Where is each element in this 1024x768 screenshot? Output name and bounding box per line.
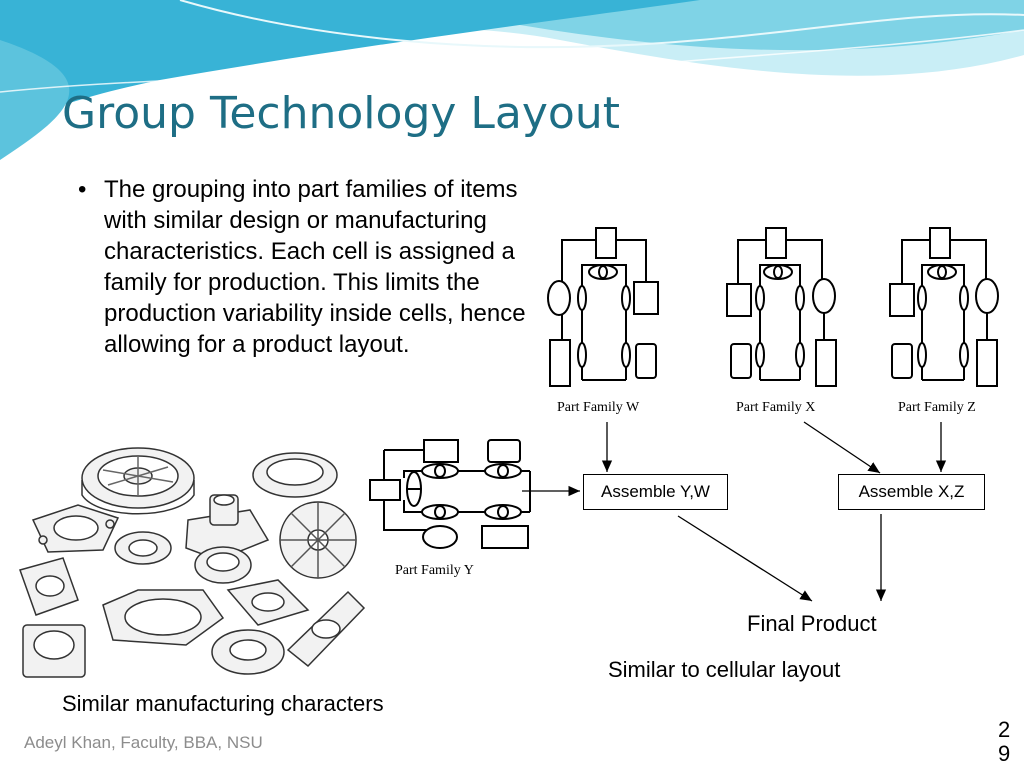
flange-left-part (31, 504, 120, 553)
oval-plate-part (286, 590, 366, 668)
arrow-yw-to-final (677, 515, 813, 602)
frame-part (102, 589, 225, 646)
flow-arrows (522, 421, 947, 602)
footer-author: Adeyl Khan, Faculty, BBA, NSU (24, 733, 263, 752)
cell-x-diagram (726, 227, 837, 387)
similar-parts-illustration (19, 447, 366, 678)
header-wave-decoration (0, 0, 1024, 160)
impeller-part (279, 501, 357, 579)
page-number: 29 (998, 717, 1011, 766)
bowl-part (252, 452, 338, 498)
label-part-family-w: Part Family W (557, 400, 640, 415)
bullet-dot-icon: • (78, 176, 87, 203)
square-flange-part (226, 579, 310, 626)
label-part-family-x: Part Family X (736, 400, 816, 415)
cell-w-diagram (547, 227, 659, 387)
bullet-point: • The grouping into part families of ite… (78, 174, 528, 360)
square-base-part (22, 624, 86, 678)
cap-part (194, 546, 252, 584)
ring-part (114, 531, 172, 565)
label-part-family-y: Part Family Y (395, 563, 474, 578)
slide-title: Group Technology Layout (62, 88, 620, 139)
bracket-center-part (185, 494, 270, 561)
cell-y-diagram (369, 439, 531, 549)
final-product-label: Final Product (747, 611, 877, 636)
cellular-layout-note: Similar to cellular layout (608, 657, 841, 682)
fan-wheel-part (81, 447, 195, 515)
round-base-part (211, 629, 285, 675)
cell-z-diagram (889, 227, 999, 387)
assemble-xz-box: Assemble X,Z (838, 474, 985, 510)
label-part-family-z: Part Family Z (898, 400, 976, 415)
bullet-text: The grouping into part families of items… (104, 176, 526, 358)
parts-caption: Similar manufacturing characters (62, 691, 384, 716)
housing-left-part (19, 557, 79, 616)
arrow-x-to-assemble-xz (803, 421, 881, 474)
assemble-yw-box: Assemble Y,W (583, 474, 728, 510)
